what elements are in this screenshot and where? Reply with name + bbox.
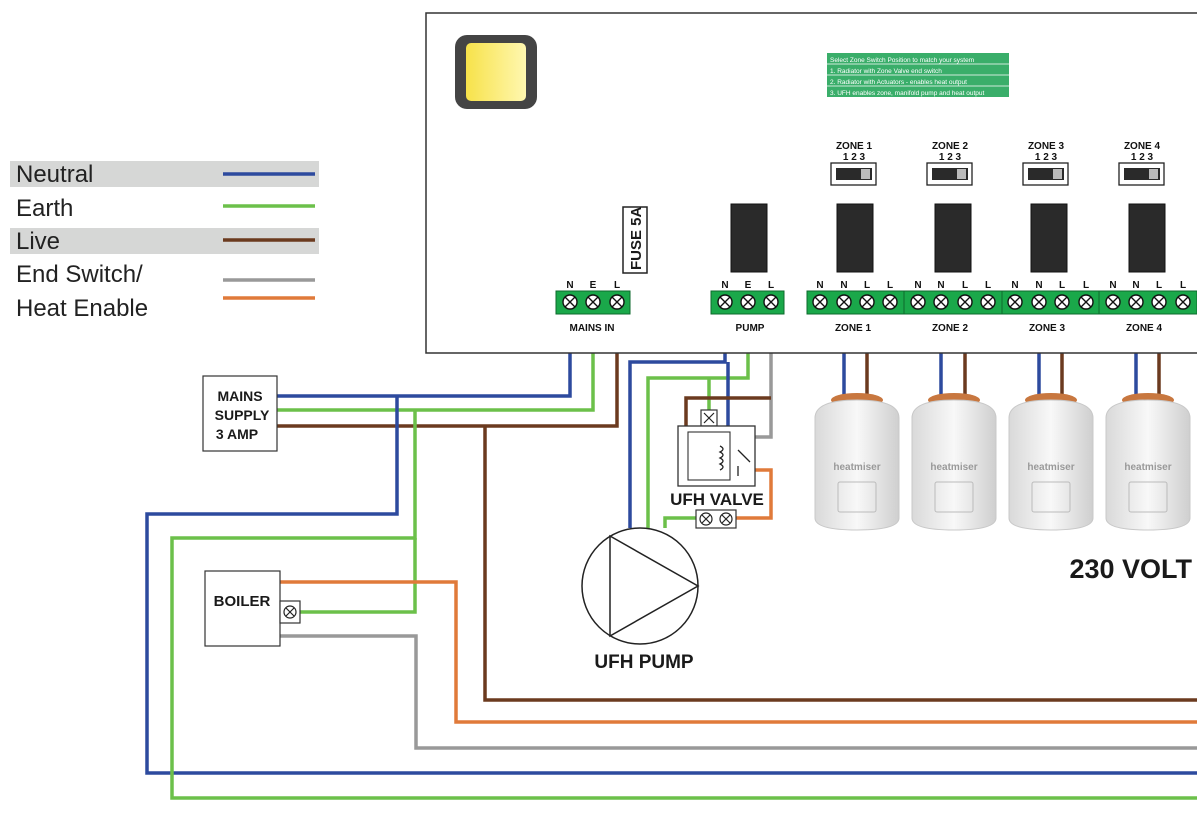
legend: Neutral Earth Live End Switch/ Heat Enab… [10, 161, 319, 322]
boiler: BOILER [204, 570, 301, 647]
actuator-brand-2: heatmiser [930, 462, 977, 473]
pump-symbol [609, 534, 700, 638]
legend-earth-label: Earth [16, 195, 73, 222]
wire-valve-to-pump [663, 516, 696, 528]
voltage-label: 230 VOLT [1069, 554, 1192, 584]
pump-label: PUMP [736, 323, 765, 334]
actuator-zone-2: heatmiser [911, 393, 997, 531]
svg-text:N: N [914, 280, 921, 291]
svg-text:ZONE 4: ZONE 4 [1124, 141, 1161, 152]
actuator-zone-1: heatmiser [814, 393, 900, 531]
mains-supply-line-1: MAINS [217, 388, 262, 404]
valve-switch-contact [737, 449, 751, 476]
mains-in-label: MAINS IN [570, 323, 615, 334]
svg-text:N: N [1011, 280, 1018, 291]
wire-end-switch [280, 634, 1197, 750]
zone-3-label: ZONE 3 [1029, 323, 1066, 334]
terminal-zones: N N L L N N L L N N L L N N L L [806, 280, 1197, 334]
ufh-valve: UFH VALVE [670, 409, 764, 529]
zone-4-label: ZONE 4 [1126, 323, 1163, 334]
ufh-pump: UFH PUMP [581, 527, 700, 673]
mains-supply-line-3: 3 AMP [216, 426, 258, 442]
ufh-pump-label: UFH PUMP [594, 652, 694, 673]
svg-text:N: N [816, 280, 823, 291]
wire-heat-enable [280, 580, 1197, 724]
svg-text:L: L [1180, 280, 1186, 291]
control-panel: Select Zone Switch Position to match you… [425, 12, 1197, 354]
wire-earth-bus [170, 410, 1197, 800]
actuator-brand-4: heatmiser [1124, 462, 1171, 473]
svg-text:1 2 3: 1 2 3 [1131, 152, 1154, 163]
wire-valve-orange [736, 468, 773, 520]
svg-text:N: N [566, 280, 573, 291]
svg-text:L: L [1059, 280, 1065, 291]
legend-live-label: Live [16, 228, 60, 255]
relay-zone-1 [836, 203, 874, 273]
relays [730, 203, 1166, 273]
svg-text:1 2 3: 1 2 3 [1035, 152, 1058, 163]
mains-supply: MAINS SUPPLY 3 AMP [202, 375, 278, 452]
zone-2-label: ZONE 2 [932, 323, 969, 334]
note-line-3: 2. Radiator with Actuators - enables hea… [830, 79, 967, 86]
svg-text:L: L [1083, 280, 1089, 291]
note-line-1: Select Zone Switch Position to match you… [830, 57, 974, 64]
svg-text:1 2 3: 1 2 3 [843, 152, 866, 163]
actuators: heatmiser heatmiser heatmiser heatmiser [814, 393, 1191, 531]
wire-live-bus [483, 426, 1197, 702]
note-line-4: 3. UFH enables zone, manifold pump and h… [830, 90, 984, 97]
mains-supply-line-2: SUPPLY [215, 407, 270, 423]
relay-zone-2 [934, 203, 972, 273]
boiler-label: BOILER [214, 593, 271, 610]
zone-switch-3[interactable]: ZONE 3 1 2 3 [1022, 141, 1069, 186]
svg-text:L: L [985, 280, 991, 291]
svg-text:L: L [768, 280, 774, 291]
zone-switch-1[interactable]: ZONE 1 1 2 3 [830, 141, 877, 186]
relay-zone-3 [1030, 203, 1068, 273]
svg-text:ZONE 3: ZONE 3 [1028, 141, 1065, 152]
svg-text:E: E [590, 280, 597, 291]
svg-text:ZONE 2: ZONE 2 [932, 141, 969, 152]
switch-note: Select Zone Switch Position to match you… [827, 53, 1009, 97]
svg-text:ZONE 1: ZONE 1 [836, 141, 873, 152]
svg-text:N: N [721, 280, 728, 291]
actuator-zone-4: heatmiser [1105, 393, 1191, 531]
power-indicator-lens [466, 43, 526, 101]
actuator-zone-3: heatmiser [1008, 393, 1094, 531]
note-line-2: 1. Radiator with Zone Valve end switch [830, 68, 942, 75]
zone-1-label: ZONE 1 [835, 323, 872, 334]
legend-neutral-label: Neutral [16, 161, 93, 188]
actuator-brand-1: heatmiser [833, 462, 880, 473]
svg-text:N: N [1035, 280, 1042, 291]
zone-switches: ZONE 1 1 2 3 ZONE 2 1 2 3 ZONE 3 1 2 3 [830, 141, 1165, 186]
svg-text:N: N [937, 280, 944, 291]
svg-text:L: L [887, 280, 893, 291]
wire-neutral-bus [145, 396, 1197, 775]
legend-endswitch-label: End Switch/ [16, 261, 143, 288]
svg-text:N: N [1132, 280, 1139, 291]
svg-text:L: L [1156, 280, 1162, 291]
fuse-label: FUSE 5A [628, 206, 645, 270]
legend-heatenable-label: Heat Enable [16, 295, 148, 322]
zone-switch-2[interactable]: ZONE 2 1 2 3 [926, 141, 973, 186]
actuator-brand-3: heatmiser [1027, 462, 1074, 473]
svg-text:N: N [1109, 280, 1116, 291]
ufh-valve-label: UFH VALVE [670, 490, 764, 509]
terminal-mains-in: N E L MAINS IN [555, 280, 631, 334]
wire-valve-live [684, 396, 771, 426]
wire-boiler-earth [300, 538, 417, 614]
svg-text:N: N [840, 280, 847, 291]
svg-text:1 2 3: 1 2 3 [939, 152, 962, 163]
svg-text:L: L [864, 280, 870, 291]
svg-text:E: E [745, 280, 752, 291]
fuse-box [622, 206, 648, 274]
zone-switch-4[interactable]: ZONE 4 1 2 3 [1118, 141, 1165, 186]
svg-text:L: L [614, 280, 620, 291]
relay-zone-4 [1128, 203, 1166, 273]
valve-coil [718, 445, 724, 471]
terminal-pump: N E L PUMP [710, 280, 785, 334]
svg-text:L: L [962, 280, 968, 291]
relay-pump [730, 203, 768, 273]
